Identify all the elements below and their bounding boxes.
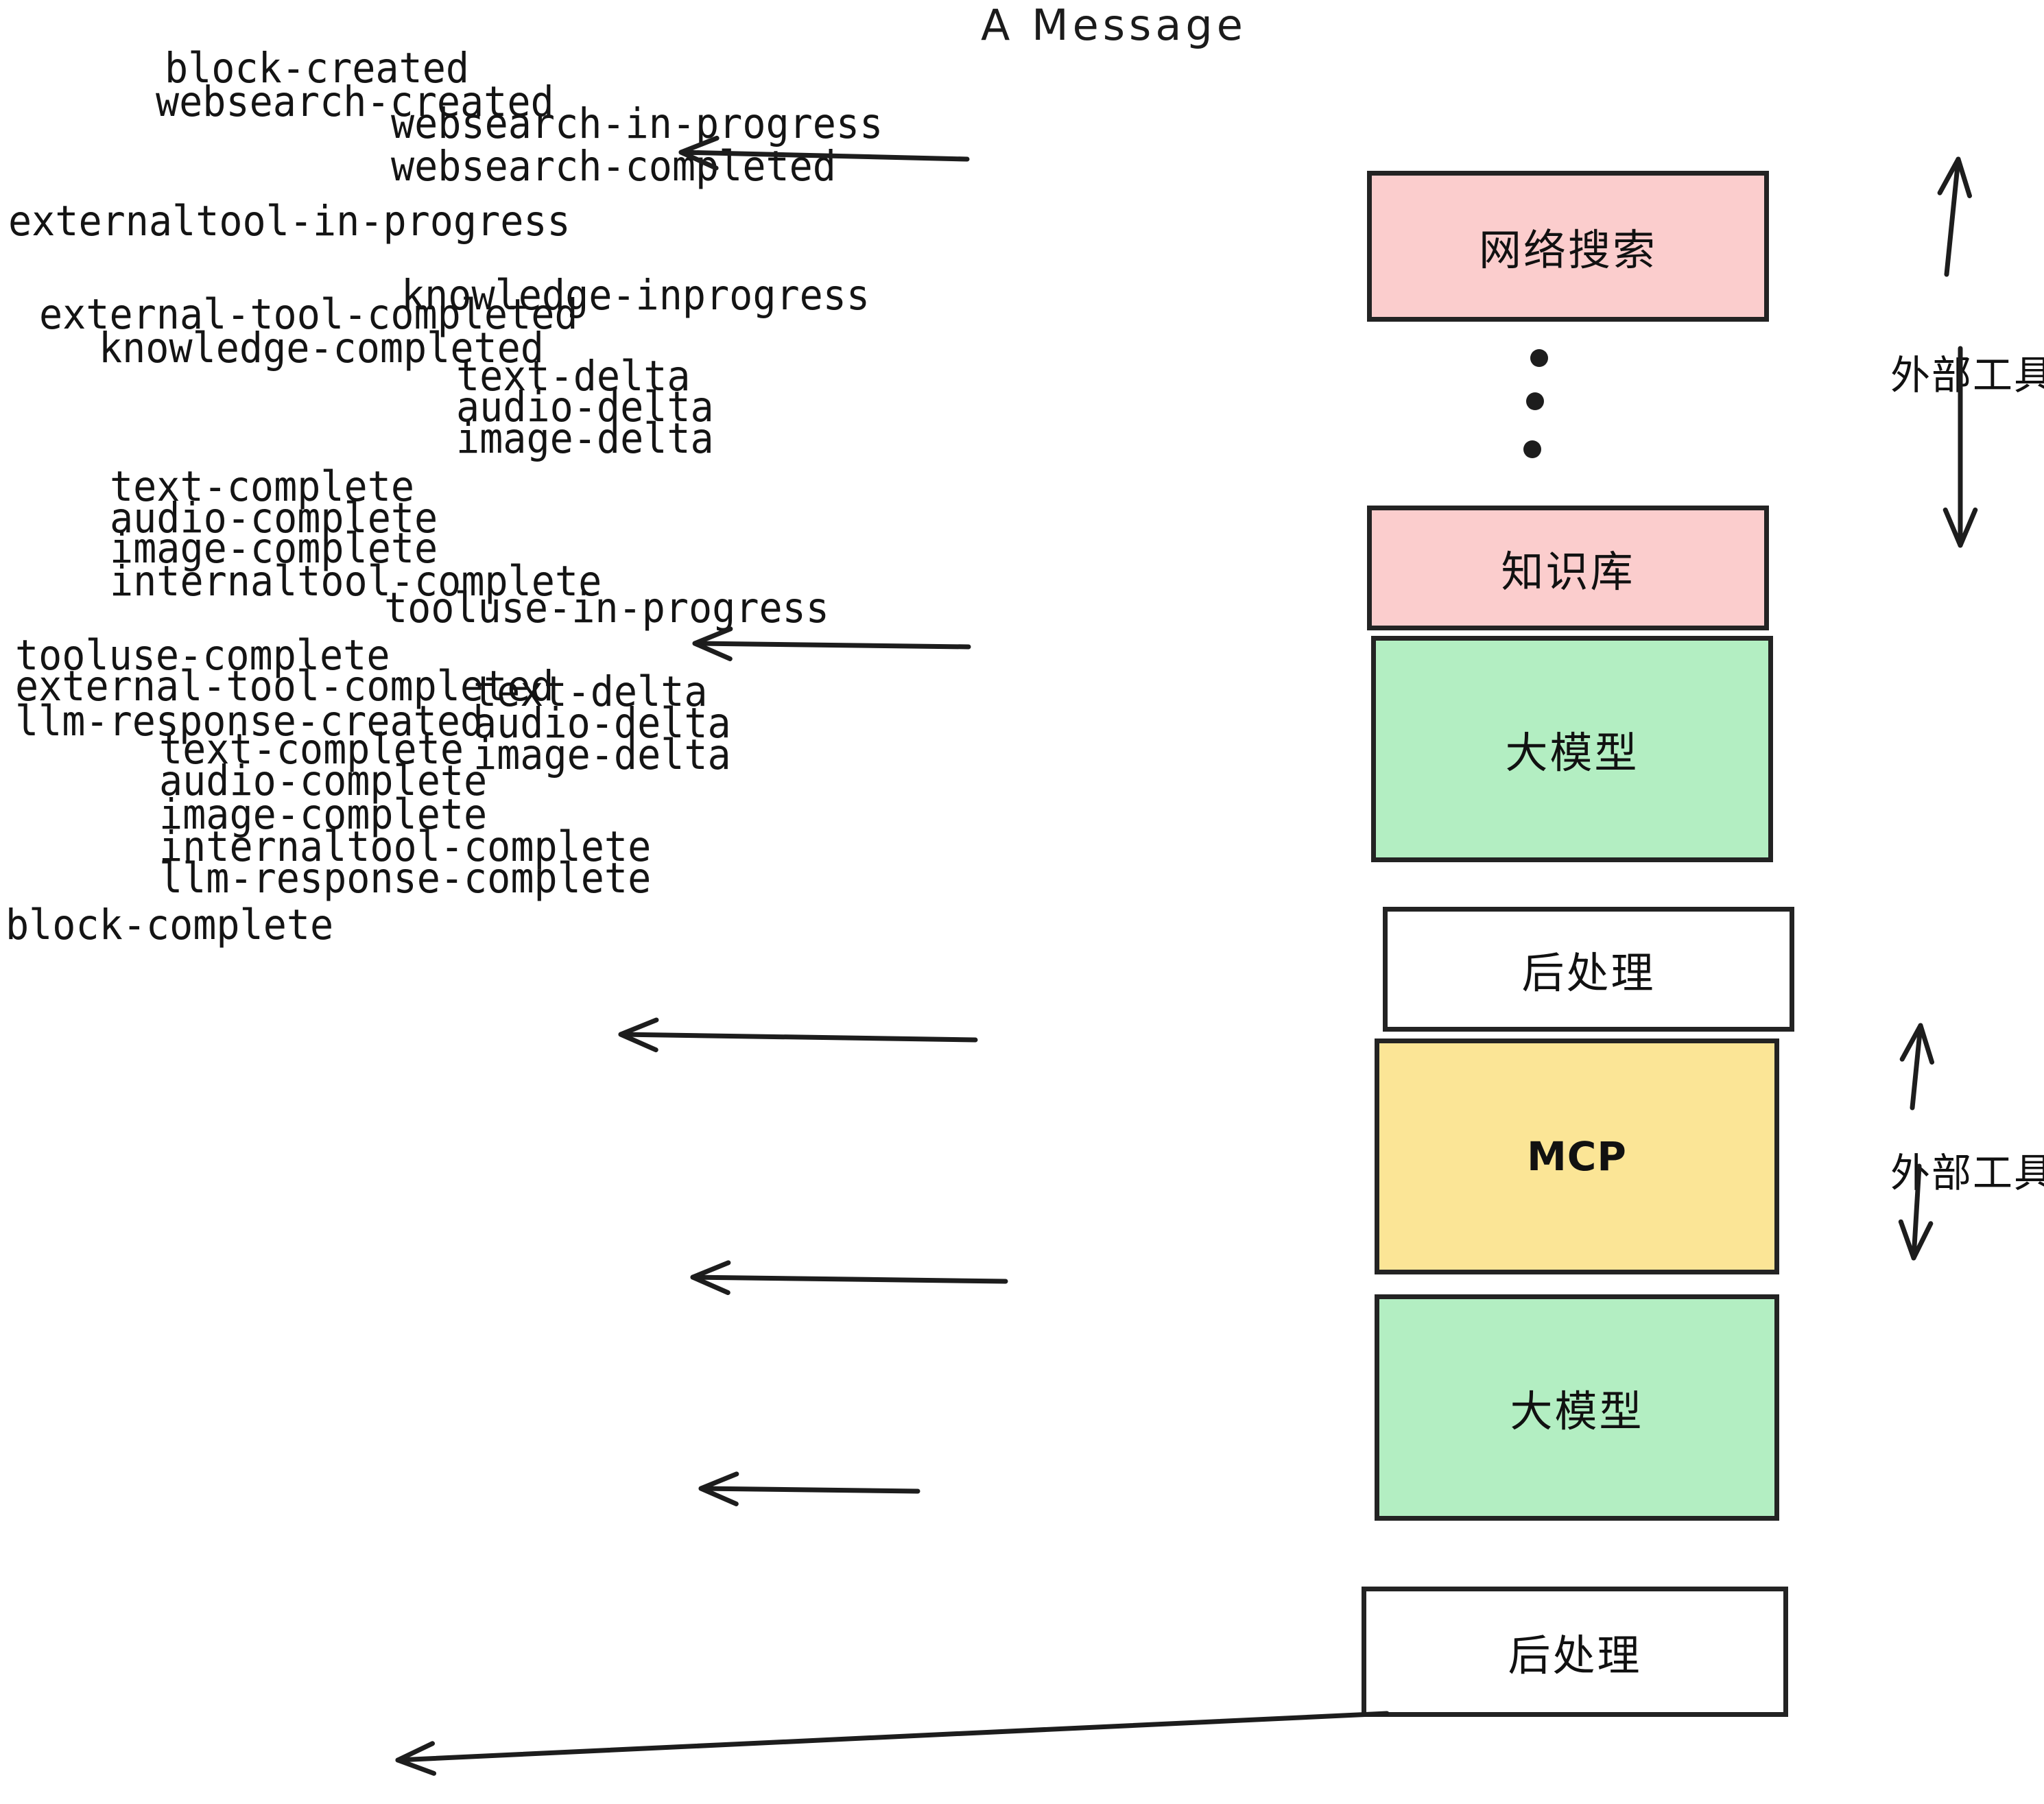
node-box-label: 网络搜索 bbox=[1478, 225, 1657, 275]
knowledge-completed-arrow bbox=[692, 641, 971, 650]
image-complete-arrow-head bbox=[618, 1017, 659, 1053]
event-label-llm-response-complete: llm-response-complete bbox=[159, 854, 652, 903]
event-label-text-delta-2: text-delta bbox=[473, 667, 708, 716]
event-label-image-complete-1: image-complete bbox=[110, 524, 438, 573]
node-box-label: MCP bbox=[1527, 1133, 1627, 1180]
node-box-5: 大模型 bbox=[1375, 1294, 1779, 1521]
event-label-image-delta-2: image-delta bbox=[473, 731, 731, 779]
event-label-audio-delta-2: audio-delta bbox=[473, 699, 731, 748]
node-box-0: 网络搜索 bbox=[1367, 171, 1769, 322]
external-tools-up-arrow-top bbox=[1944, 156, 1961, 277]
event-label-audio-complete-1: audio-complete bbox=[110, 494, 438, 543]
group-label-external-tools-1: 外部工具 bbox=[1890, 1150, 2044, 1196]
event-label-knowledge-inprogress: knowledge-inprogress bbox=[401, 271, 870, 320]
event-label-text-delta-1: text-delta bbox=[456, 352, 691, 401]
node-box-label: 知识库 bbox=[1501, 547, 1635, 597]
page-title: A Message bbox=[981, 0, 1247, 50]
event-label-audio-delta-1: audio-delta bbox=[456, 383, 714, 431]
ellipsis-dot-2 bbox=[1523, 440, 1541, 458]
ellipsis-dot-1 bbox=[1526, 392, 1544, 410]
audio-complete-arrow bbox=[698, 1486, 920, 1494]
tooluse-complete-arrow-head bbox=[690, 1260, 731, 1295]
audio-complete-arrow-head bbox=[698, 1471, 739, 1506]
event-label-internaltool-complete-1: internaltool-complete bbox=[110, 557, 602, 606]
event-label-websearch-completed: websearch-completed bbox=[391, 142, 836, 191]
event-label-tooluse-in-progress: tooluse-in-progress bbox=[384, 584, 829, 632]
event-label-externaltool-in-progress: externaltool-in-progress bbox=[8, 197, 571, 246]
event-label-tooluse-complete: tooluse-complete bbox=[15, 631, 390, 680]
ellipsis-dot-0 bbox=[1530, 349, 1548, 367]
external-tools-up-arrow-bottom bbox=[1910, 1023, 1923, 1111]
event-label-knowledge-completed: knowledge-completed bbox=[99, 324, 544, 372]
tooluse-complete-arrow bbox=[690, 1274, 1008, 1284]
node-box-label: 后处理 bbox=[1508, 1630, 1642, 1681]
event-label-text-complete-2: text-complete bbox=[159, 725, 464, 774]
image-complete-arrow bbox=[618, 1032, 978, 1043]
knowledge-completed-arrow-head bbox=[692, 626, 733, 661]
node-box-label: 大模型 bbox=[1505, 728, 1639, 778]
block-complete-arrow bbox=[395, 1711, 1390, 1763]
block-complete-arrow-head bbox=[395, 1741, 437, 1776]
node-box-6: 后处理 bbox=[1362, 1587, 1788, 1717]
node-box-3: 后处理 bbox=[1383, 907, 1794, 1032]
event-label-websearch-created: websearch-created bbox=[156, 78, 554, 126]
external-tools-down-arrow-bottom-head bbox=[1898, 1219, 1934, 1261]
event-label-block-complete: block-complete bbox=[5, 901, 334, 949]
external-tools-up-arrow-top-head bbox=[1937, 156, 1972, 199]
event-label-block-created: block-created bbox=[165, 44, 470, 93]
node-box-label: 大模型 bbox=[1510, 1386, 1644, 1436]
event-label-external-tool-completed-2: external-tool-completed bbox=[15, 662, 554, 711]
event-label-image-delta-1: image-delta bbox=[456, 414, 714, 463]
node-box-2: 大模型 bbox=[1371, 636, 1773, 862]
event-label-text-complete-1: text-complete bbox=[110, 462, 415, 511]
node-box-4: MCP bbox=[1375, 1039, 1779, 1274]
node-box-label: 后处理 bbox=[1521, 948, 1656, 998]
event-label-audio-complete-2: audio-complete bbox=[159, 757, 488, 805]
event-label-image-complete-2: image-complete bbox=[159, 790, 488, 839]
event-label-internaltool-complete-2: internaltool-complete bbox=[159, 822, 652, 871]
event-label-llm-response-created: llm-response-created bbox=[15, 697, 484, 746]
external-tools-up-arrow-bottom-head bbox=[1899, 1023, 1935, 1065]
external-tools-down-arrow-top-head bbox=[1942, 507, 1978, 548]
event-label-external-tool-completed-1: external-tool-completed bbox=[39, 290, 578, 339]
group-label-external-tools-0: 外部工具 bbox=[1890, 352, 2044, 399]
event-label-websearch-in-progress: websearch-in-progress bbox=[391, 99, 883, 148]
node-box-1: 知识库 bbox=[1367, 506, 1769, 630]
